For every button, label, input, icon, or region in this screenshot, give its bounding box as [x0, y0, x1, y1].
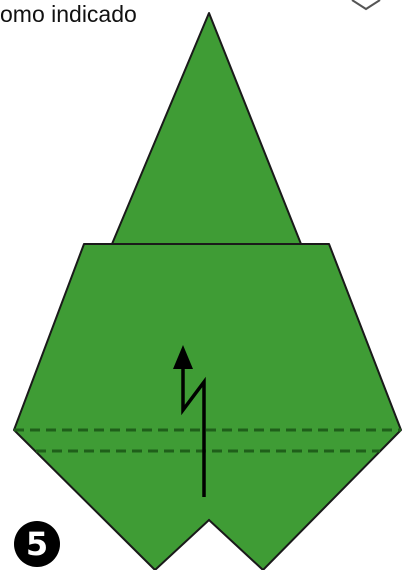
step-number-badge: 5	[14, 521, 60, 567]
top-point-flap	[112, 13, 301, 244]
diamond-outline-icon	[352, 0, 380, 9]
